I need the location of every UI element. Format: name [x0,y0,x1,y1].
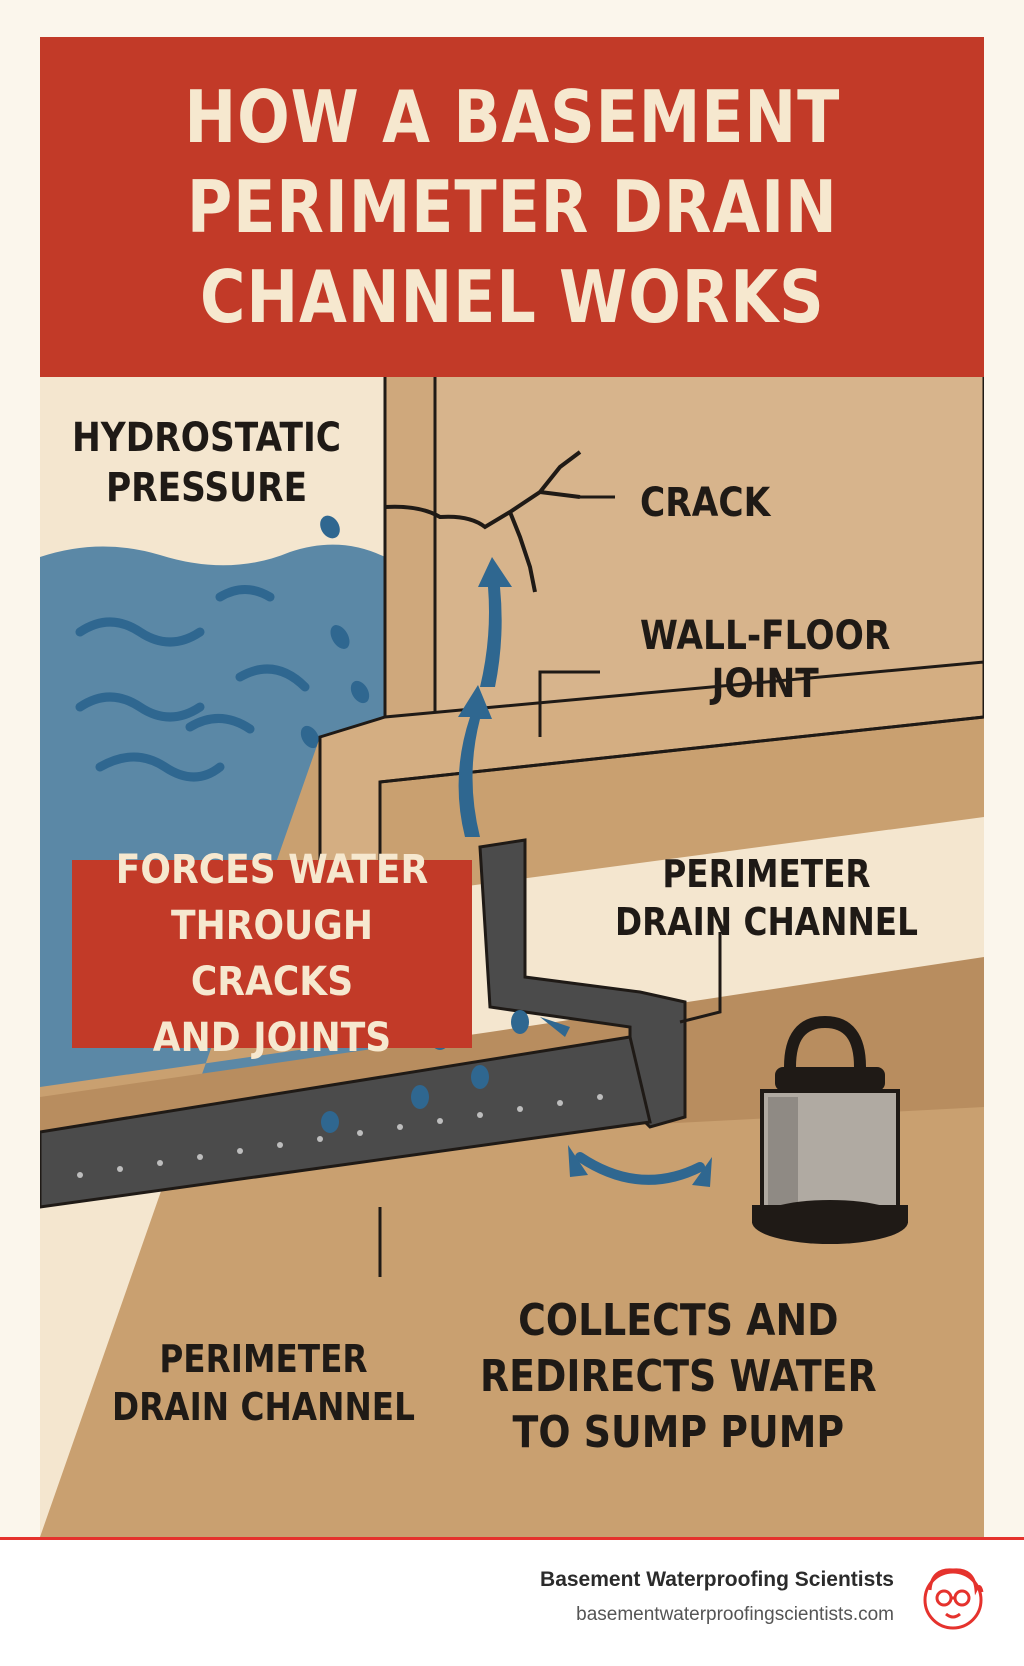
double-arrow-icon [575,1152,705,1185]
sump-pump-icon [752,1015,908,1244]
channel-perforations [77,1094,603,1178]
page-title: HOW A BASEMENT PERIMETER DRAIN CHANNEL W… [184,75,840,339]
brand-url[interactable]: basementwaterproofingscientists.com [576,1604,894,1625]
footer [0,1540,1024,1666]
brand-name: Basement Waterproofing Scientists [540,1568,894,1591]
collects-redirects-label: COLLECTS AND REDIRECTS WATER TO SUMP PUM… [480,1295,877,1458]
wall-floor-joint-label: WALL-FLOOR JOINT [640,613,891,707]
crack-label: CRACK [640,480,771,526]
scientist-logo-icon [923,1568,984,1630]
channel-horizontal [40,1035,652,1209]
title-banner: HOW A BASEMENT PERIMETER DRAIN CHANNEL W… [40,37,984,377]
arrow-up-icon [458,557,512,837]
hydrostatic-pressure-label: HYDROSTATIC PRESSURE [72,415,342,511]
leader-lines [378,670,722,1277]
water-waves [75,585,310,782]
footer-divider [0,1537,1024,1540]
forces-water-callout: FORCES WATER THROUGH CRACKS AND JOINTS [72,847,472,1061]
wall-crack [384,450,582,593]
perimeter-drain-channel-label-top: PERIMETER DRAIN CHANNEL [615,852,918,944]
callout-text: FORCES WATER THROUGH CRACKS AND JOINTS [115,847,429,1061]
perimeter-drain-channel-label-bottom: PERIMETER DRAIN CHANNEL [112,1337,415,1429]
